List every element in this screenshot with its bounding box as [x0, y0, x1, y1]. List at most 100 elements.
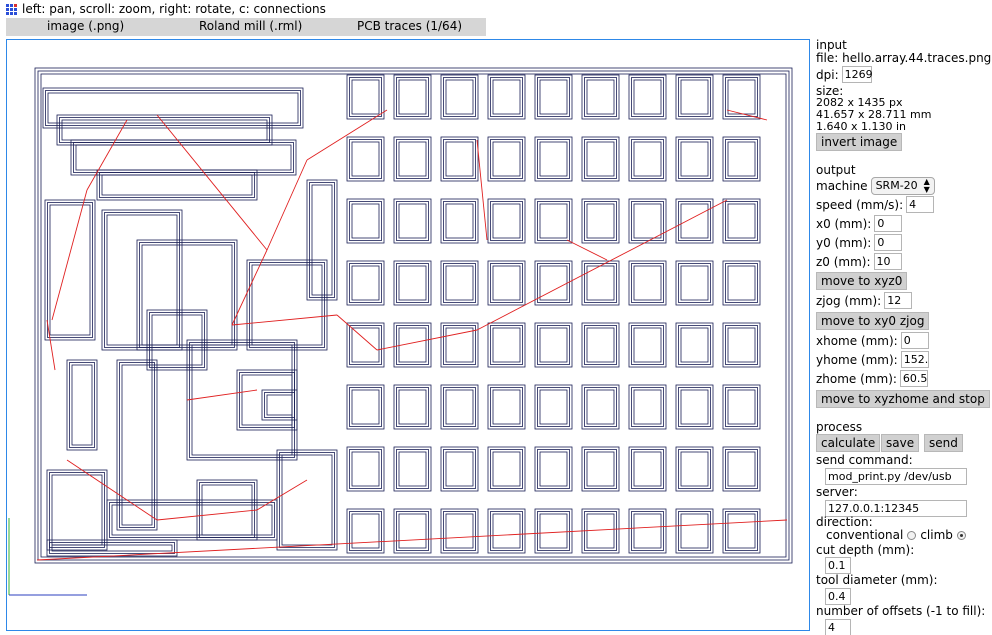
pad-0-4-offset	[539, 79, 568, 115]
file-label: file:	[816, 51, 839, 65]
pad-7-6-offset	[633, 513, 662, 549]
pad-7-2-offset	[443, 511, 476, 551]
zjog-input[interactable]: 12	[884, 292, 913, 309]
pad-6-4-offset	[539, 451, 568, 487]
pad-1-6-offset	[628, 136, 667, 182]
pad-1-8-offset	[727, 141, 756, 177]
move-to-xyzhome-button[interactable]: move to xyzhome and stop	[816, 390, 990, 408]
pad-1-4-offset	[539, 141, 568, 177]
pad-0-4-offset	[537, 77, 570, 117]
board-outline-offset	[40, 73, 787, 558]
pad-4-0-offset	[349, 325, 382, 365]
pad-4-1-offset	[393, 322, 432, 368]
trace-17-offset	[51, 544, 173, 552]
calculate-button[interactable]: calculate	[816, 434, 881, 452]
zhome-input[interactable]: 60.5	[899, 370, 928, 387]
connection-line	[231, 314, 338, 326]
xhome-input[interactable]: 0	[900, 332, 929, 349]
pad-0-8-offset	[725, 77, 758, 117]
pad-7-7-offset	[678, 511, 711, 551]
toolpath-canvas[interactable]	[7, 40, 809, 630]
send-button[interactable]: send	[924, 434, 963, 452]
pad-2-3-offset	[492, 203, 521, 239]
send-command-input[interactable]: mod_print.py /dev/usb	[825, 468, 967, 485]
pad-0-7-offset	[678, 77, 711, 117]
pad-0-3-offset	[490, 77, 523, 117]
connection-line	[36, 519, 788, 561]
pad-0-5-offset	[581, 74, 620, 120]
pad-3-7-offset	[675, 260, 714, 306]
pad-4-3-offset	[487, 322, 526, 368]
move-to-xyz0-button[interactable]: move to xyz0	[816, 272, 908, 290]
cut-depth-input[interactable]: 0.1	[825, 557, 851, 574]
pad-3-8-offset	[722, 260, 761, 306]
pad-4-4-offset	[537, 325, 570, 365]
tab-pcb-traces[interactable]: PCB traces (1/64)	[357, 19, 463, 33]
pad-6-1-offset	[393, 446, 432, 492]
pad-5-6-offset	[631, 387, 664, 427]
y0-row: y0 (mm): 0	[816, 234, 903, 251]
trace-3-offset	[96, 169, 258, 201]
pad-2-7-offset	[678, 201, 711, 241]
pad-3-5-offset	[584, 263, 617, 303]
tool-diameter-input[interactable]: 0.4	[825, 588, 851, 605]
trace-14-offset	[51, 474, 103, 546]
tab-image-png[interactable]: image (.png)	[47, 19, 125, 33]
climb-radio[interactable]	[956, 530, 966, 540]
yhome-input[interactable]: 152.	[900, 351, 929, 368]
x0-input[interactable]: 0	[874, 215, 903, 232]
trace-17-offset	[49, 542, 175, 554]
pad-0-5-offset	[586, 79, 615, 115]
pad-4-8-offset	[725, 325, 758, 365]
size-px: 2082 x 1435 px	[816, 96, 903, 109]
pad-4-0-offset	[346, 322, 385, 368]
pad-4-2-offset	[440, 322, 479, 368]
pad-0-6-offset	[631, 77, 664, 117]
pad-0-8-offset	[727, 79, 756, 115]
z0-input[interactable]: 10	[873, 253, 902, 270]
pad-4-7-offset	[675, 322, 714, 368]
pad-3-2-offset	[443, 263, 476, 303]
speed-row: speed (mm/s): 4	[816, 196, 935, 213]
server-input[interactable]: 127.0.0.1:12345	[825, 500, 967, 517]
pad-2-1-offset	[398, 203, 427, 239]
pad-2-1-offset	[393, 198, 432, 244]
pad-5-3-offset	[490, 387, 523, 427]
pad-0-2-offset	[443, 77, 476, 117]
pad-1-7-offset	[675, 136, 714, 182]
toolpath-view[interactable]	[6, 39, 810, 631]
pad-7-6-offset	[628, 508, 667, 554]
zjog-row: zjog (mm): 12	[816, 292, 913, 309]
trace-3-offset	[101, 174, 253, 196]
direction-row: conventional climb	[826, 528, 970, 542]
top-toolbar: left: pan, scroll: zoom, right: rotate, …	[0, 0, 992, 18]
pad-1-2-offset	[445, 141, 474, 177]
pad-5-4-offset	[537, 387, 570, 427]
process-heading: process	[816, 420, 863, 434]
pad-1-3-offset	[490, 139, 523, 179]
connection-lines	[36, 109, 788, 561]
connection-line	[66, 459, 158, 521]
pad-4-7-offset	[678, 325, 711, 365]
machine-select[interactable]: SRM-20 ▲▼	[870, 177, 935, 195]
speed-input[interactable]: 4	[906, 196, 935, 213]
pad-4-2-offset	[443, 325, 476, 365]
pad-4-1-offset	[398, 327, 427, 363]
tab-roland-mill-rml[interactable]: Roland mill (.rml)	[199, 19, 303, 33]
tool-diameter-label: tool diameter (mm):	[816, 573, 938, 587]
dpi-input[interactable]: 1269	[841, 66, 873, 83]
pad-2-4-offset	[537, 201, 570, 241]
pad-5-7-offset	[675, 384, 714, 430]
pad-6-7-offset	[678, 449, 711, 489]
move-to-xy0-zjog-button[interactable]: move to xy0 zjog	[816, 312, 930, 330]
y0-input[interactable]: 0	[874, 234, 903, 251]
pad-4-3-offset	[490, 325, 523, 365]
trace-12-offset	[246, 259, 328, 351]
connection-line	[46, 319, 56, 371]
invert-image-button[interactable]: invert image	[816, 133, 903, 151]
save-button[interactable]: save	[881, 434, 920, 452]
pad-2-2-offset	[443, 201, 476, 241]
offsets-input[interactable]: 4	[825, 619, 851, 635]
conventional-radio[interactable]	[907, 530, 917, 540]
y0-label: y0 (mm):	[816, 235, 872, 250]
